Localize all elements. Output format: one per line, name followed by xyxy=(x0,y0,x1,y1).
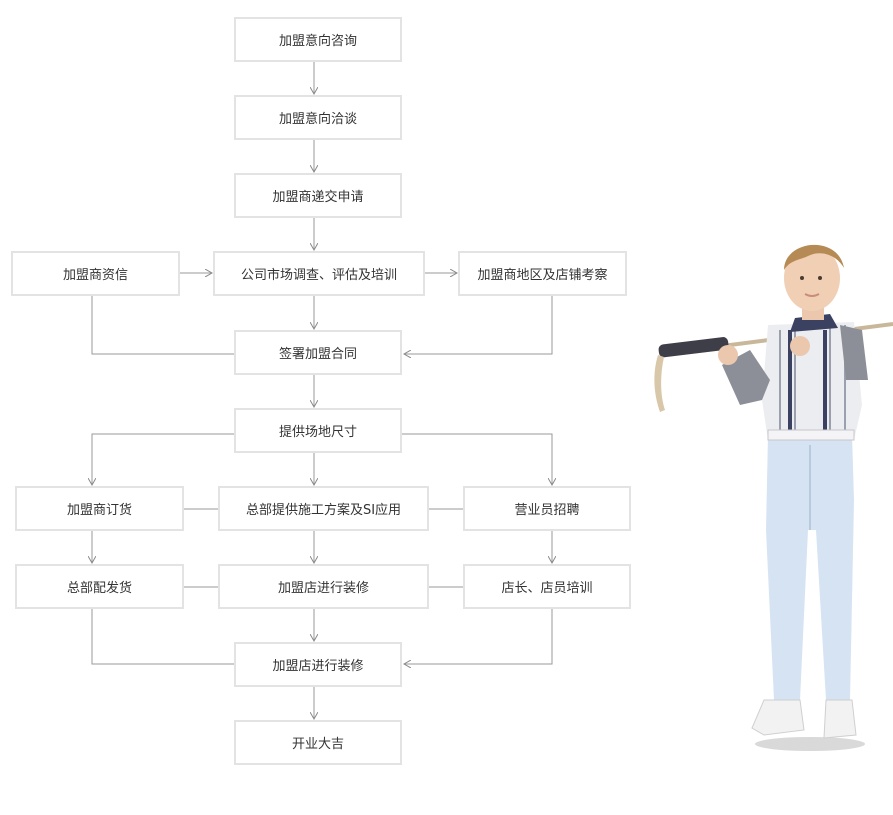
line-credit-sign xyxy=(91,296,234,355)
step-application: 加盟商递交申请 xyxy=(234,173,402,218)
step-construction-plan: 总部提供施工方案及SI应用 xyxy=(218,486,429,531)
arrow-train-decorate2 xyxy=(404,609,553,664)
step-store-decoration: 加盟店进行装修 xyxy=(218,564,429,609)
step-staff-training: 店长、店员培训 xyxy=(463,564,631,609)
line-ship-decorate2 xyxy=(91,609,234,665)
step-store-decoration-final: 加盟店进行装修 xyxy=(234,642,402,687)
step-site-inspection: 加盟商地区及店铺考察 xyxy=(458,251,627,296)
step-staff-recruit: 营业员招聘 xyxy=(463,486,631,531)
arrow-inspect-sign xyxy=(404,296,553,354)
step-sign-contract: 签署加盟合同 xyxy=(234,330,402,375)
step-negotiation: 加盟意向洽谈 xyxy=(234,95,402,140)
child-golfer-photo xyxy=(654,244,893,751)
arrow-site-order xyxy=(92,433,234,485)
step-franchisee-order: 加盟商订货 xyxy=(15,486,184,531)
step-hq-shipping: 总部配发货 xyxy=(15,564,184,609)
step-site-size: 提供场地尺寸 xyxy=(234,408,402,453)
step-market-survey: 公司市场调查、评估及培训 xyxy=(213,251,425,296)
step-credit-check: 加盟商资信 xyxy=(11,251,180,296)
step-grand-opening: 开业大吉 xyxy=(234,720,402,765)
arrow-site-hire xyxy=(402,433,552,485)
step-inquiry: 加盟意向咨询 xyxy=(234,17,402,62)
